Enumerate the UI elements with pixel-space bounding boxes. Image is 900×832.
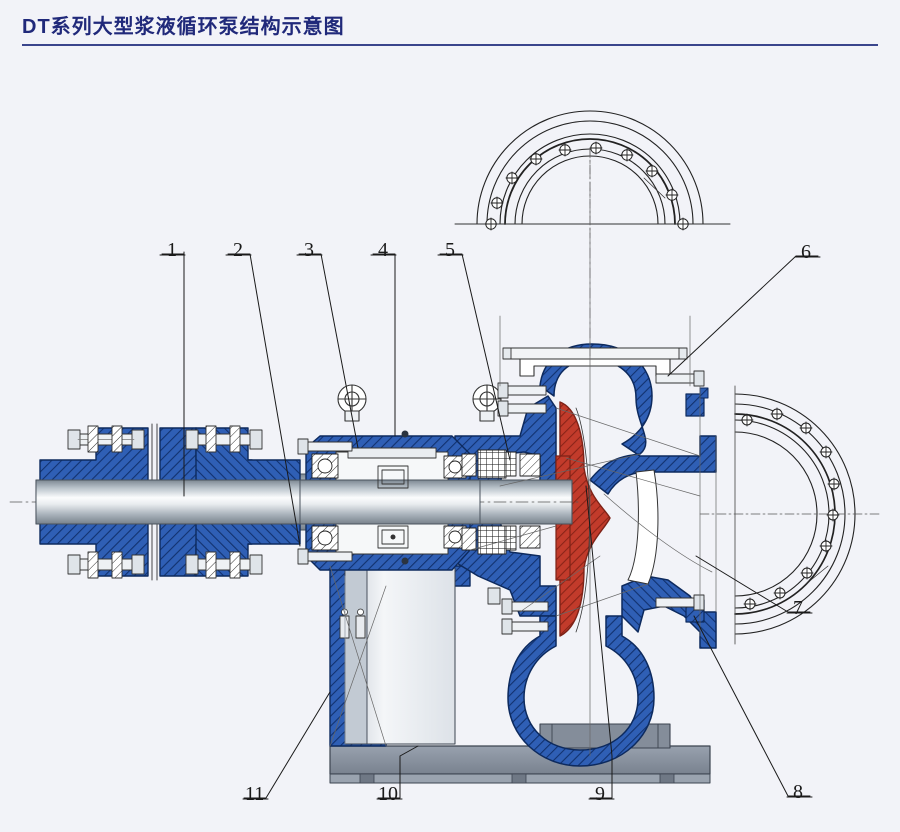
callout-label-3: 3 [304,239,314,261]
construction-lines [329,233,717,757]
callout-label-5: 5 [445,239,455,261]
callout-label-11: 11 [245,783,265,805]
bearing-pedestal [329,565,471,747]
discharge-flange-endview [454,110,731,235]
callout-label-2: 2 [233,239,243,261]
callout-label-1: 1 [167,239,177,261]
callout-leaders [161,251,819,799]
callout-underlines [159,254,821,800]
suction-flange-bolts [740,407,841,611]
callout-label-8: 8 [793,781,803,803]
suction-flange-endview [699,385,881,645]
title-divider [22,44,878,46]
coupling-assembly [35,423,307,581]
callout-label-9: 9 [595,783,605,805]
callout-label-4: 4 [378,239,388,261]
callout-label-7: 7 [793,597,803,619]
pump-diagram [0,56,900,827]
callout-label-6: 6 [801,241,811,263]
callout-label-10: 10 [378,783,398,805]
page-title: DT系列大型浆液循环泵结构示意图 [22,16,345,38]
shaft-seal-gland [461,449,507,555]
discharge-flange-bolts [484,141,690,231]
